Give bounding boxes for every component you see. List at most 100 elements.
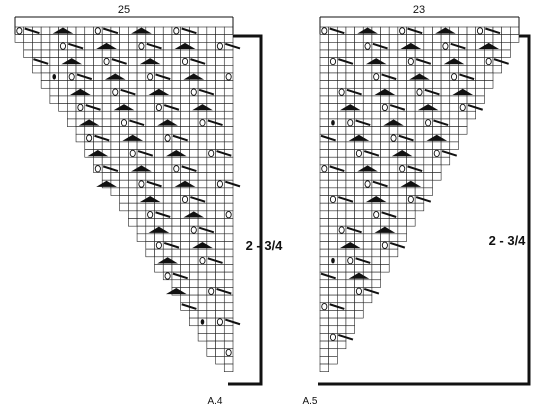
- chart-a5-grid-cell: [449, 80, 459, 89]
- chart-a5-grid-cell: [432, 49, 442, 58]
- chart-a5-grid-cell: [466, 65, 476, 74]
- chart-a4-grid-cell: [67, 103, 77, 112]
- chart-a4-decrease-icon: [198, 88, 215, 96]
- chart-a5-grid-cell: [319, 356, 329, 365]
- chart-a5-yarn-over-icon: [399, 165, 406, 173]
- chart-a5-triangle-icon: [357, 165, 378, 172]
- chart-a4-decrease-icon: [33, 58, 49, 65]
- chart-a4-grid-cell: [119, 42, 129, 51]
- chart-a4-grid-cell: [145, 72, 155, 81]
- chart-a5-grid-cell: [501, 42, 511, 51]
- chart-a5-grid-cell: [397, 49, 407, 58]
- chart-a4-grid-cell: [75, 103, 86, 112]
- chart-a4-grid-cell: [154, 202, 164, 212]
- chart-a4-grid-cell: [215, 317, 225, 327]
- chart-a4-grid-cell: [215, 103, 225, 112]
- chart-a5-grid-cell: [336, 294, 347, 304]
- chart-a4-grid-cell: [136, 87, 147, 97]
- chart-a4-grid-cell: [119, 126, 129, 135]
- chart-a5-grid-cell: [319, 103, 329, 112]
- chart-a4-grid-cell: [215, 264, 225, 273]
- chart-a5-grid-cell: [388, 65, 399, 74]
- chart-a5-grid-cell: [423, 65, 433, 74]
- chart-a4-grid-cell: [154, 172, 164, 181]
- chart-a4-grid-cell: [154, 95, 164, 104]
- chart-a5-grid-cell: [432, 42, 442, 51]
- chart-a4-grid-cell: [110, 87, 120, 97]
- chart-a5-grid-cell: [328, 356, 338, 365]
- chart-a4-yarn-over-icon: [190, 88, 197, 96]
- chart-a4-triangle-icon: [96, 42, 117, 49]
- chart-a4-decrease-icon: [102, 165, 119, 172]
- chart-a4-grid-cell: [223, 264, 234, 273]
- chart-a4-grid-cell: [197, 294, 208, 304]
- chart-a5-grid-cell: [475, 72, 485, 81]
- chart-a5-grid-cell: [380, 80, 390, 89]
- chart-a4-grid-cell: [171, 65, 181, 74]
- chart-a4-grid-cell: [223, 202, 234, 212]
- chart-a5-grid-cell: [371, 95, 381, 104]
- chart-a5-grid-cell: [414, 80, 425, 89]
- chart-a5-grid-cell: [371, 126, 381, 135]
- chart-a5-grid-cell: [345, 141, 355, 150]
- chart-a5-decrease-icon: [355, 257, 371, 264]
- chart-a5-grid-cell: [328, 241, 338, 250]
- chart-a5-grid-cell: [354, 248, 364, 258]
- chart-a4-grid-cell: [93, 26, 103, 35]
- chart-a4-grid-cell: [206, 26, 216, 35]
- chart-a5-grid-cell: [336, 271, 347, 281]
- chart-a4-grid-cell: [206, 340, 216, 350]
- chart-a5-grid-cell: [319, 348, 329, 357]
- chart-a4-grid-cell: [197, 34, 208, 43]
- chart-a4-grid-cell: [215, 110, 225, 120]
- chart-a5-grid-cell: [466, 26, 476, 35]
- chart-a5-grid-cell: [380, 202, 390, 212]
- chart-a5-grid-cell: [371, 202, 381, 212]
- chart-a5-grid-cell: [397, 110, 407, 120]
- chart-a4-grid-cell: [75, 34, 86, 43]
- chart-a5-grid-cell: [319, 333, 329, 342]
- chart-a5-grid-cell: [319, 325, 329, 334]
- chart-a4-grid-cell: [154, 103, 164, 112]
- chart-a4-grid-cell: [136, 156, 147, 166]
- chart-a4-grid-cell: [67, 110, 77, 120]
- chart-a4-yarn-over-icon: [225, 73, 232, 81]
- chart-a4-decrease-icon: [207, 257, 223, 264]
- chart-a5-grid-cell: [458, 80, 468, 89]
- chart-a4-grid-cell: [215, 340, 225, 350]
- chart-a5-grid-cell: [388, 26, 399, 35]
- chart-a5-grid-cell: [328, 218, 338, 227]
- chart-a5-grid-cell: [319, 156, 329, 166]
- chart-a4-grid-cell: [145, 210, 155, 219]
- chart-a4-grid-cell: [215, 210, 225, 219]
- chart-a4-grid-cell: [145, 65, 155, 74]
- chart-a4-grid-cell: [128, 179, 138, 189]
- chart-a4-grid-cell: [215, 49, 225, 58]
- chart-a5-grid-cell: [328, 72, 338, 81]
- chart-a5-grid-cell: [406, 202, 416, 212]
- chart-a4-grid-cell: [197, 187, 208, 196]
- chart-a5-grid-cell: [336, 42, 347, 51]
- chart-a5-grid-cell: [354, 179, 364, 189]
- chart-a4-yarn-over-icon: [190, 226, 197, 234]
- chart-a4-grid-cell: [189, 279, 199, 288]
- chart-a4-grid-cell: [154, 187, 164, 196]
- chart-a4-decrease-icon: [102, 27, 119, 35]
- chart-a5-grid-cell: [319, 264, 329, 273]
- chart-a5-grid-cell: [328, 348, 338, 357]
- chart-a4-grid-cell: [110, 172, 120, 181]
- chart-a5-grid-cell: [388, 80, 399, 89]
- chart-a4-grid-cell: [128, 80, 138, 89]
- chart-a5-grid-cell: [319, 72, 329, 81]
- chart-a4-grid-cell: [223, 164, 234, 173]
- chart-a5-grid-cell: [432, 65, 442, 74]
- chart-a4-grid-cell: [223, 156, 234, 166]
- chart-a4-grid-cell: [223, 271, 234, 281]
- chart-a4-grid-cell: [223, 172, 234, 181]
- chart-a4-grid-cell: [223, 110, 234, 120]
- chart-a4-grid-cell: [197, 133, 208, 143]
- chart-a4-grid-cell: [49, 34, 59, 43]
- chart-a5-grid-cell: [345, 34, 355, 43]
- chart-a5-grid-cell: [319, 287, 329, 296]
- chart-a4-grid-cell: [23, 34, 33, 43]
